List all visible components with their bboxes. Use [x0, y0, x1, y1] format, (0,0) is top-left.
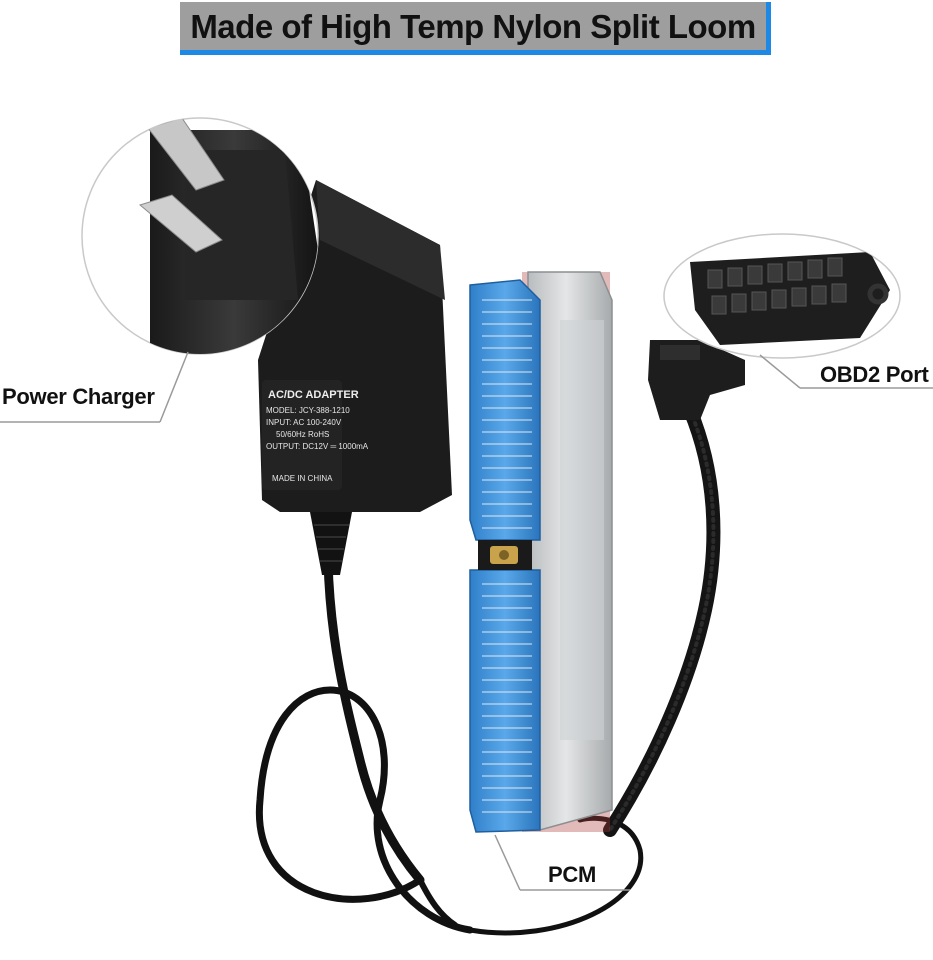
power-cable: [255, 555, 644, 936]
obd2-zoom-bubble: [663, 233, 901, 359]
adapter-freq: 50/60Hz RoHS: [276, 430, 329, 439]
adapter-output: OUTPUT: DC12V ═ 1000mA: [266, 442, 369, 451]
adapter-model: MODEL: JCY-388-1210: [266, 406, 350, 415]
title-banner: Made of High Temp Nylon Split Loom: [180, 2, 771, 55]
obd2-port-label: OBD2 Port: [820, 362, 929, 387]
power-charger-label: Power Charger: [2, 384, 155, 409]
plug-zoom-bubble: [81, 117, 319, 355]
adapter-heading: AC/DC ADAPTER: [268, 389, 359, 401]
obd2-connector: [648, 340, 745, 420]
adapter-origin: MADE IN CHINA: [272, 474, 333, 483]
pcm-label: PCM: [548, 862, 596, 887]
pcm-module: [469, 271, 613, 833]
adapter-input: INPUT: AC 100-240V: [266, 418, 342, 427]
obd2-cable: [603, 403, 721, 837]
banner-title: Made of High Temp Nylon Split Loom: [190, 8, 756, 45]
